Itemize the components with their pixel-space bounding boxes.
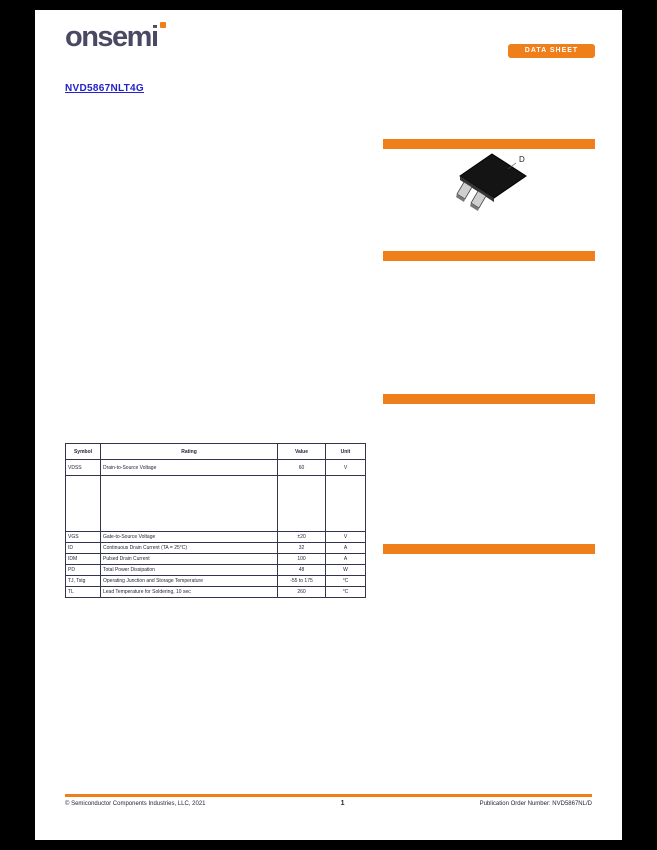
cell-symbol: TL xyxy=(65,586,101,598)
cell-symbol: TJ, Tstg xyxy=(65,575,101,587)
section-divider-bar-3 xyxy=(383,394,595,404)
table-row: TL Lead Temperature for Soldering, 10 se… xyxy=(65,586,366,598)
section-divider-bar-4 xyxy=(383,544,595,554)
package-lead-1-tip xyxy=(456,194,465,202)
cell-rating: Continuous Drain Current (TA = 25°C) xyxy=(100,542,278,554)
dpak-package-svg: D xyxy=(456,153,527,211)
table-row: IDM Pulsed Drain Current 100 A xyxy=(65,553,366,565)
table-row: VDSS Drain-to-Source Voltage 60 V xyxy=(65,459,366,476)
cell-unit: °C xyxy=(325,586,366,598)
cell-rating: Drain-to-Source Voltage xyxy=(100,459,278,476)
col-header-rating: Rating xyxy=(100,443,278,460)
cell-value: 260 xyxy=(277,586,326,598)
cell-rating: Lead Temperature for Soldering, 10 sec xyxy=(100,586,278,598)
cell-unit: V xyxy=(325,531,366,543)
section-divider-bar-1 xyxy=(383,139,595,149)
cell-value: 32 xyxy=(277,542,326,554)
cell-rating xyxy=(100,475,278,532)
table-header-row: Symbol Rating Value Unit xyxy=(65,443,366,460)
cell-symbol xyxy=(65,475,101,532)
onsemi-logo-text: onsemi xyxy=(65,21,159,53)
table-row: VGS Gate-to-Source Voltage ±20 V xyxy=(65,531,366,543)
datasheet-badge: DATA SHEET xyxy=(508,44,595,58)
cell-unit: A xyxy=(325,553,366,565)
cell-value: 100 xyxy=(277,553,326,565)
col-header-value: Value xyxy=(277,443,326,460)
cell-symbol: VDSS xyxy=(65,459,101,476)
cell-unit: V xyxy=(325,459,366,476)
cell-unit xyxy=(325,475,366,532)
cell-value: 48 xyxy=(277,564,326,576)
logo-trademark-dot-icon xyxy=(159,22,166,28)
cell-unit: A xyxy=(325,542,366,554)
col-header-unit: Unit xyxy=(325,443,366,460)
table-row: TJ, Tstg Operating Junction and Storage … xyxy=(65,575,366,587)
drain-pin-label: D xyxy=(519,155,525,164)
page-footer: © Semiconductor Components Industries, L… xyxy=(65,800,592,807)
cell-value: ±20 xyxy=(277,531,326,543)
maximum-ratings-table: Symbol Rating Value Unit VDSS Drain-to-S… xyxy=(65,443,366,598)
cell-rating: Pulsed Drain Current xyxy=(100,553,278,565)
package-body xyxy=(459,153,527,199)
cell-symbol: VGS xyxy=(65,531,101,543)
cell-unit: °C xyxy=(325,575,366,587)
drain-leader-line xyxy=(507,162,517,170)
cell-rating: Gate-to-Source Voltage xyxy=(100,531,278,543)
cell-unit: W xyxy=(325,564,366,576)
cell-rating: Total Power Dissipation xyxy=(100,564,278,576)
part-number-link[interactable]: NVD5867NLT4G xyxy=(65,83,144,94)
footer-page-number: 1 xyxy=(340,800,345,807)
dpak-package-drawing: D xyxy=(450,150,535,212)
cell-value: -55 to 175 xyxy=(277,575,326,587)
onsemi-logo: onsemi xyxy=(65,22,166,52)
cell-value: 60 xyxy=(277,459,326,476)
table-row: ID Continuous Drain Current (TA = 25°C) … xyxy=(65,542,366,554)
section-divider-bar-2 xyxy=(383,251,595,261)
footer-copyright: © Semiconductor Components Industries, L… xyxy=(65,801,206,807)
cell-rating: Operating Junction and Storage Temperatu… xyxy=(100,575,278,587)
datasheet-page: onsemi DATA SHEET NVD5867NLT4G D Symbol … xyxy=(35,10,622,840)
cell-symbol: PD xyxy=(65,564,101,576)
package-lead-2-tip xyxy=(470,203,479,211)
table-row-spacer xyxy=(65,475,366,532)
footer-divider-rule xyxy=(65,794,592,797)
footer-publication-order: Publication Order Number: NVD5867NL/D xyxy=(479,801,592,807)
cell-symbol: ID xyxy=(65,542,101,554)
col-header-symbol: Symbol xyxy=(65,443,101,460)
table-row: PD Total Power Dissipation 48 W xyxy=(65,564,366,576)
cell-symbol: IDM xyxy=(65,553,101,565)
cell-value xyxy=(277,475,326,532)
